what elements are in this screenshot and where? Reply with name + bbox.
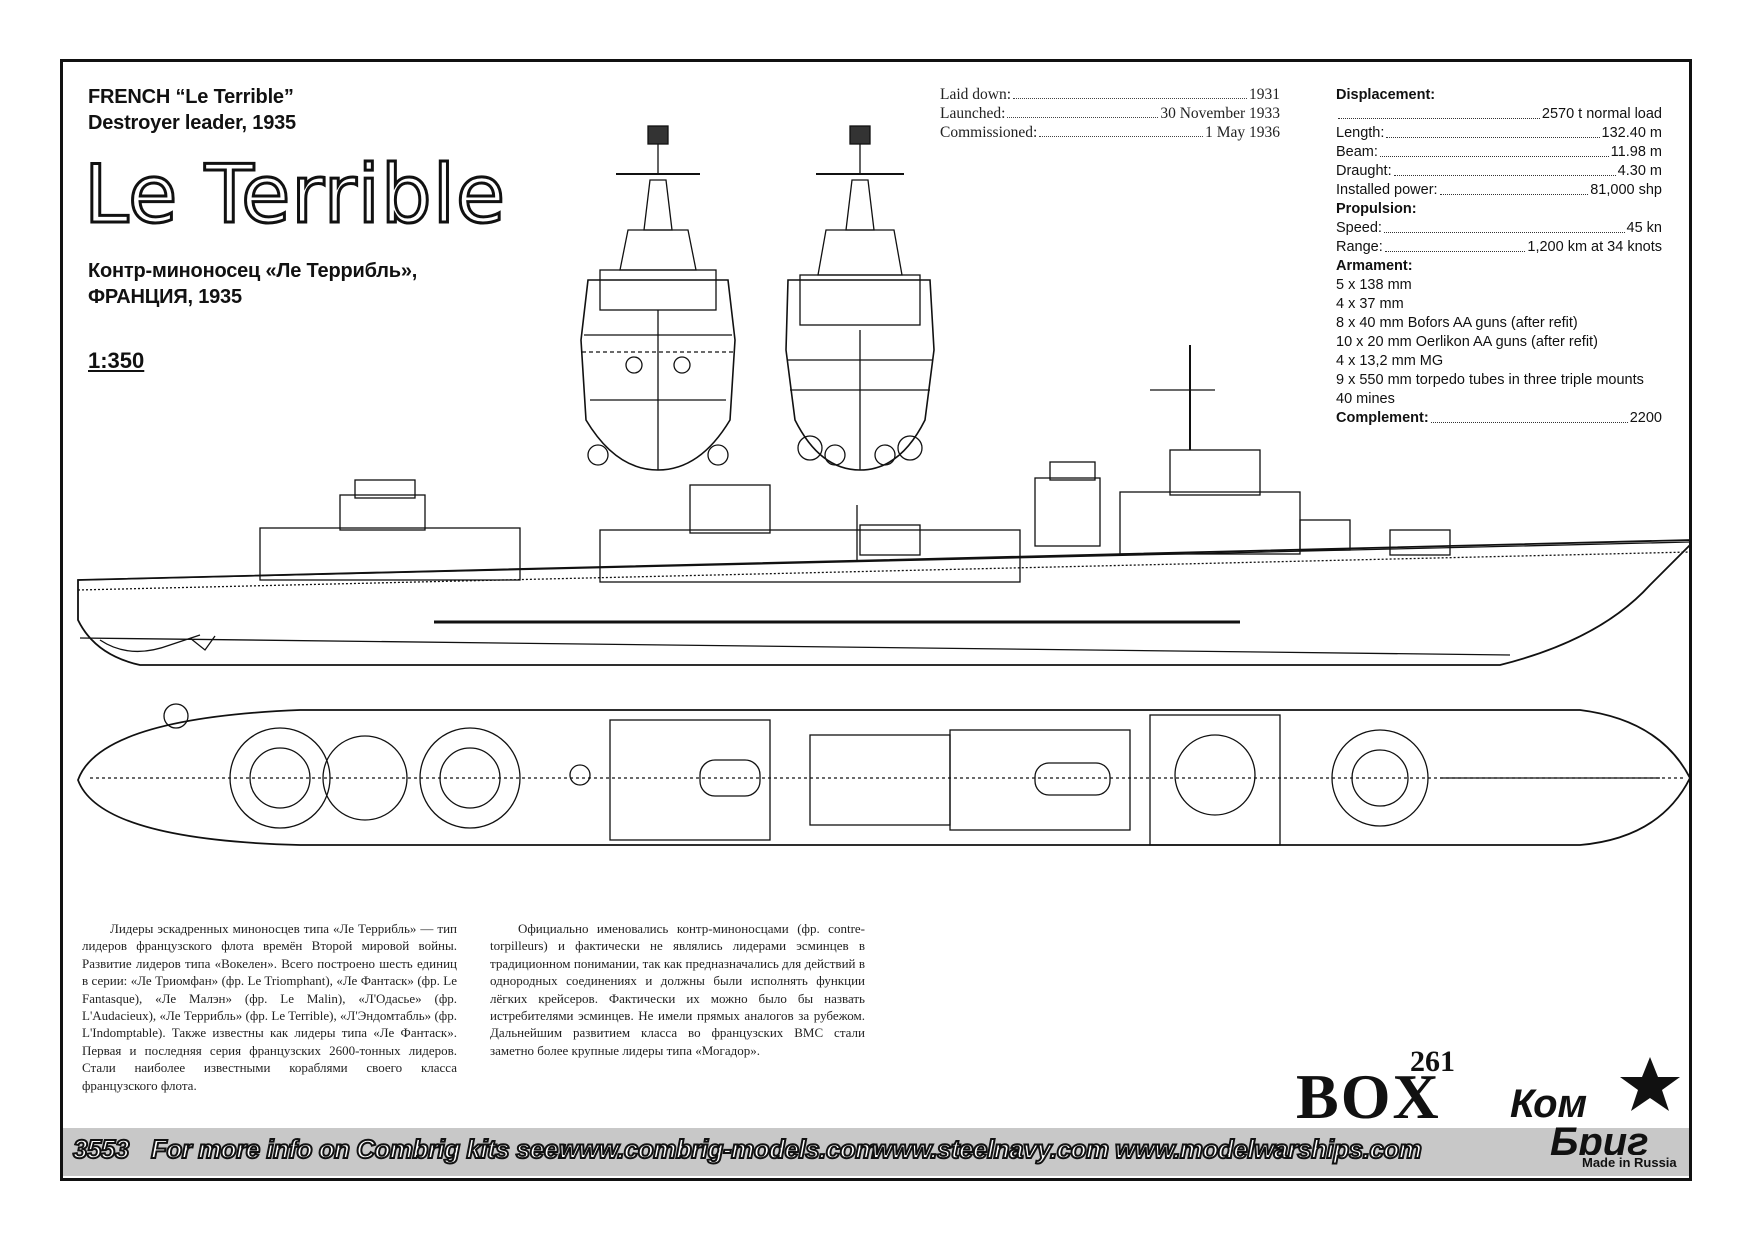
spec-row: Speed:45 kn	[1336, 220, 1662, 236]
spec-row: Range:1,200 km at 34 knots	[1336, 239, 1662, 255]
front-view-drawing	[580, 125, 736, 471]
dates-block: Laid down:1931 Launched:30 November 1933…	[940, 85, 1280, 142]
footer-info: For more info on Combrig kits see:	[150, 1133, 567, 1165]
armament-item: 8 x 40 mm Bofors AA guns (after refit)	[1336, 315, 1578, 331]
logo-line-1: Ком	[1510, 1082, 1587, 1126]
footer-url-steelnavy[interactable]: www.steelnavy.com	[871, 1133, 1110, 1165]
footer-url-combrig[interactable]: www.combrig-models.com	[558, 1133, 879, 1165]
armament-item: 40 mines	[1336, 391, 1395, 407]
armament-item: 4 x 37 mm	[1336, 296, 1404, 312]
armament-heading: Armament:	[1336, 258, 1413, 274]
box-number: 261	[1410, 1045, 1455, 1078]
box-label: BOX	[1296, 1061, 1441, 1132]
date-row: Commissioned:1 May 1936	[940, 124, 1280, 141]
star-logo-icon: Ком Бриг	[1510, 1057, 1680, 1164]
made-in-russia: Made in Russia	[1582, 1155, 1677, 1170]
side-profile-drawing	[77, 345, 1691, 666]
description-column-2: Официально именовались контр-миноносцами…	[490, 921, 865, 1058]
armament-item: 5 x 138 mm	[1336, 277, 1412, 293]
spec-row: Installed power:81,000 shp	[1336, 182, 1662, 198]
armament-item: 4 x 13,2 mm MG	[1336, 353, 1444, 369]
spec-row: Length:132.40 m	[1336, 125, 1662, 141]
spec-row: 2570 t normal load	[1336, 105, 1662, 124]
russian-title-line-2: ФРАНЦИЯ, 1935	[88, 286, 242, 308]
title-line-2: Destroyer leader, 1935	[88, 112, 296, 134]
date-row: Laid down:1931	[940, 86, 1280, 103]
propulsion-heading: Propulsion:	[1336, 201, 1417, 217]
scale-label: 1:350	[88, 348, 145, 373]
footer-url-modelwarships[interactable]: www.modelwarships.com	[1114, 1133, 1423, 1165]
russian-title: Контр-миноносец «Ле Террибль», ФРАНЦИЯ, …	[88, 258, 417, 310]
title-line-1: FRENCH “Le Terrible”	[88, 86, 294, 108]
combrig-logo: Ком Бриг Made in Russia	[1510, 1055, 1695, 1180]
ship-name: Le Terrible	[82, 148, 507, 241]
kit-number: 3553	[72, 1133, 130, 1165]
russian-title-line-1: Контр-миноносец «Ле Террибль»,	[88, 260, 418, 282]
title-block: FRENCH “Le Terrible” Destroyer leader, 1…	[88, 84, 296, 136]
spec-row: Draught:4.30 m	[1336, 163, 1662, 179]
logo-line-2: Бриг	[1550, 1120, 1649, 1155]
spec-row: Beam:11.98 m	[1336, 144, 1662, 160]
rear-view-drawing	[785, 125, 935, 471]
top-plan-drawing	[77, 703, 1692, 846]
page-frame	[60, 59, 1692, 1181]
description-column-1: Лидеры эскадренных миноносцев типа «Ле Т…	[82, 921, 457, 1093]
armament-item: 10 x 20 mm Oerlikon AA guns (after refit…	[1336, 334, 1598, 350]
specifications: Displacement: 2570 t normal load Length:…	[1336, 86, 1662, 428]
armament-item: 9 x 550 mm torpedo tubes in three triple…	[1336, 372, 1644, 388]
displacement-heading: Displacement:	[1336, 87, 1436, 103]
spec-row: Complement:2200	[1336, 410, 1662, 426]
date-row: Launched:30 November 1933	[940, 105, 1280, 122]
footer-bar: 3553 For more info on Combrig kits see: …	[63, 1128, 1689, 1176]
